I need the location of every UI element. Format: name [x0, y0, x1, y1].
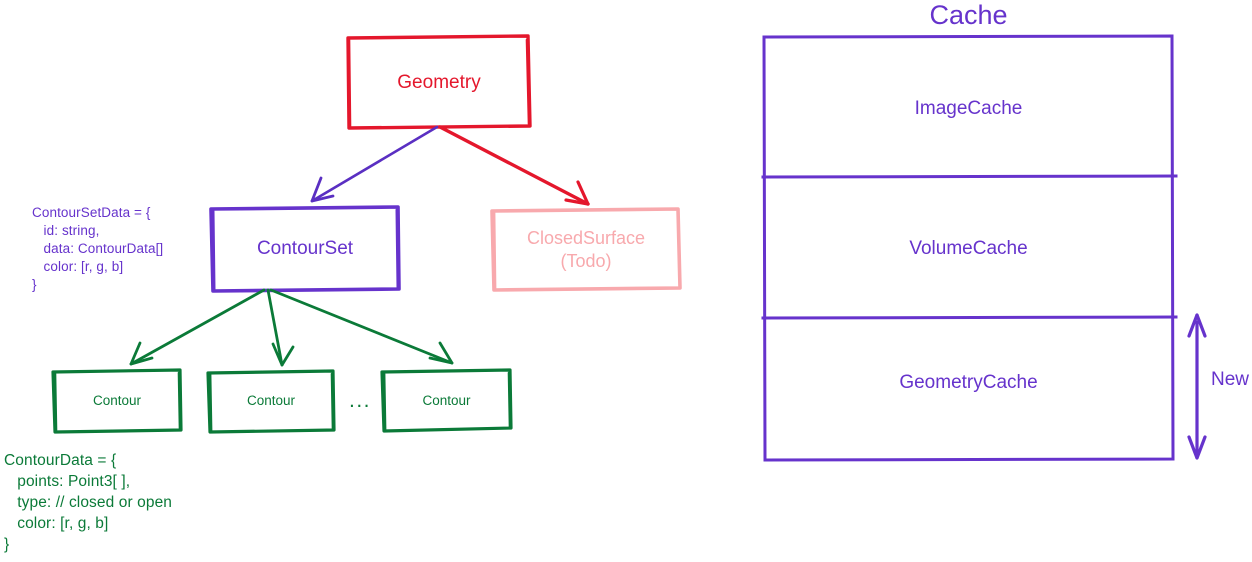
- node-label-contour-3: Contour: [422, 393, 471, 408]
- closedsurface-box-outline: [490, 207, 682, 292]
- node-label-contour-2: Contour: [246, 393, 296, 408]
- contour-box-3-outline: [380, 368, 513, 433]
- arrow-geometry-to-closedsurface: [438, 125, 590, 206]
- contour-box-1-outline: [51, 368, 183, 434]
- code-block-contour-data: ContourData = { points: Point3[ ], type:…: [4, 452, 173, 554]
- contourset-box-outline: [209, 205, 401, 293]
- new-annotation-label: New: [1211, 369, 1250, 390]
- geometry-box-outline: [346, 34, 532, 130]
- code-block-contour-set-data: ContourSetData = { id: string, data: Con…: [32, 205, 164, 292]
- node-label-contour-1: Contour: [92, 393, 142, 408]
- cache-title: Cache: [929, 0, 1008, 30]
- node-label-closedsurface: ClosedSurface (Todo): [526, 228, 646, 272]
- new-range-arrow: [1187, 313, 1207, 460]
- node-label-contourset: ContourSet: [256, 238, 354, 259]
- contour-ellipsis: ...: [348, 389, 371, 412]
- node-label-geometry: Geometry: [397, 72, 481, 93]
- contour-box-2-outline: [206, 369, 336, 434]
- cache-cell-volume: VolumeCache: [909, 238, 1028, 259]
- cache-cell-geometry: GeometryCache: [899, 372, 1038, 393]
- cache-box-outline: [761, 34, 1178, 462]
- arrow-contourset-to-contour-1: [129, 288, 266, 366]
- cache-cell-image: ImageCache: [914, 98, 1023, 119]
- arrow-contourset-to-contour-3: [269, 288, 454, 365]
- arrow-contourset-to-contour-2: [266, 288, 295, 367]
- arrow-geometry-to-contourset: [310, 125, 439, 203]
